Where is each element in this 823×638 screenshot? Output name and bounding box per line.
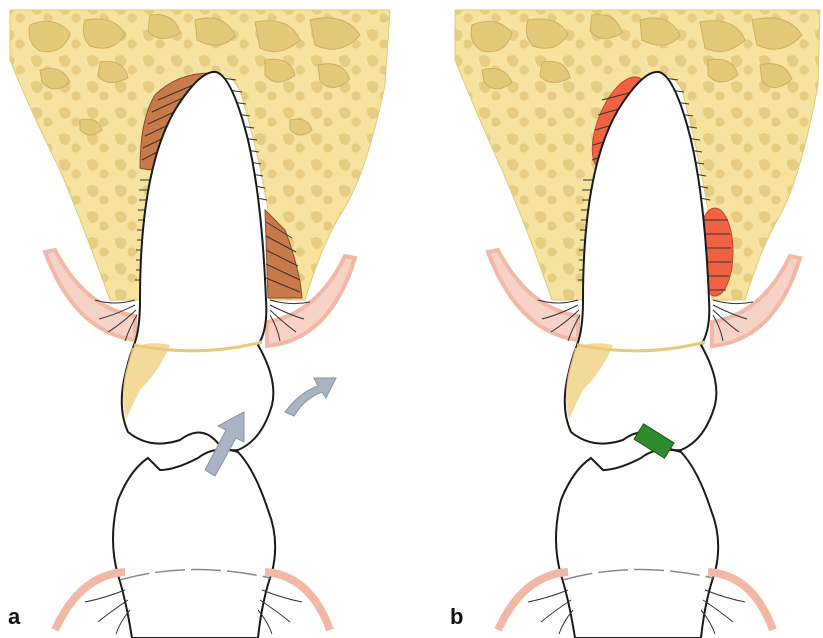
lower-tooth-b (556, 450, 718, 638)
panel-label-b: b (450, 604, 463, 630)
force-arrow-curved-a (285, 378, 336, 416)
panel-label-a: a (8, 604, 20, 630)
lower-tooth-a (113, 450, 275, 638)
panel-a (10, 10, 390, 638)
panel-b (455, 10, 820, 638)
